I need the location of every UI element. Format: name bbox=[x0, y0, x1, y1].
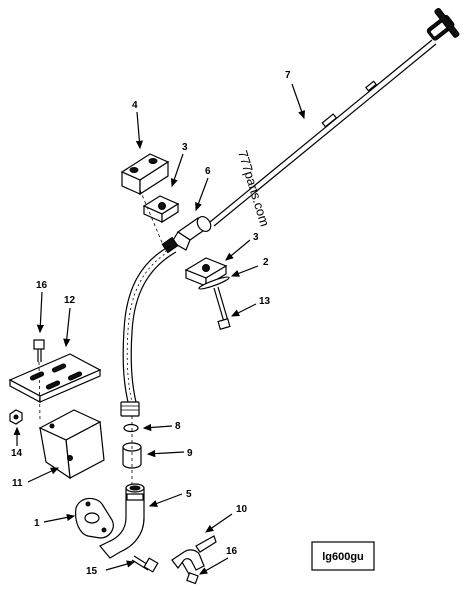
callout-12: 12 bbox=[64, 295, 76, 306]
callout-15: 15 bbox=[86, 566, 98, 577]
callout-9: 9 bbox=[187, 448, 193, 459]
callout-5: 5 bbox=[186, 489, 192, 500]
dipstick-part-7 bbox=[209, 7, 460, 227]
clamp-part-3-lower bbox=[184, 257, 228, 288]
o-ring-part-8 bbox=[123, 423, 139, 433]
callout-4: 4 bbox=[132, 100, 138, 111]
callout-11: 11 bbox=[12, 478, 23, 489]
callout-14: 14 bbox=[11, 448, 23, 459]
callout-6: 6 bbox=[205, 166, 211, 177]
screw-part-13 bbox=[213, 286, 231, 330]
callout-arrows bbox=[13, 83, 305, 575]
callout-3-upper: 3 bbox=[182, 142, 188, 153]
callout-1: 1 bbox=[34, 518, 40, 529]
bracket-part-4 bbox=[120, 153, 170, 196]
flange-part-1 bbox=[75, 497, 114, 539]
callout-8: 8 bbox=[175, 421, 181, 432]
drawing-id-tag: lg600gu bbox=[311, 541, 375, 571]
clamp-part-3-upper bbox=[142, 195, 180, 224]
watermark: 777parts.com bbox=[235, 148, 272, 228]
plate-part-12 bbox=[8, 353, 102, 403]
alignment-lines bbox=[38, 189, 167, 484]
bolt-part-15 bbox=[131, 555, 159, 573]
washer-part-2 bbox=[198, 276, 230, 290]
callout-3-lower: 3 bbox=[253, 232, 259, 243]
callout-16-upper: 16 bbox=[36, 280, 48, 291]
bracket-part-11 bbox=[38, 409, 105, 480]
callout-16-lower: 16 bbox=[226, 546, 238, 557]
callout-7: 7 bbox=[285, 70, 291, 81]
screw-part-16-lower bbox=[181, 561, 199, 585]
sleeve-part-9 bbox=[122, 442, 142, 469]
screw-part-16-upper bbox=[33, 339, 45, 362]
callout-labels: 7 4 3 6 3 2 13 16 12 14 11 8 9 5 1 15 10… bbox=[11, 70, 291, 577]
callout-10: 10 bbox=[236, 504, 248, 515]
flexible-tube bbox=[120, 245, 177, 417]
callout-13: 13 bbox=[259, 296, 271, 307]
tube-fitting-part-6 bbox=[161, 215, 212, 254]
drawing-id-text: lg600gu bbox=[322, 551, 364, 563]
callout-2: 2 bbox=[263, 257, 269, 268]
clip-part-10 bbox=[171, 535, 217, 571]
nut-part-14 bbox=[9, 409, 23, 425]
fill-tube-part-5 bbox=[99, 483, 145, 559]
